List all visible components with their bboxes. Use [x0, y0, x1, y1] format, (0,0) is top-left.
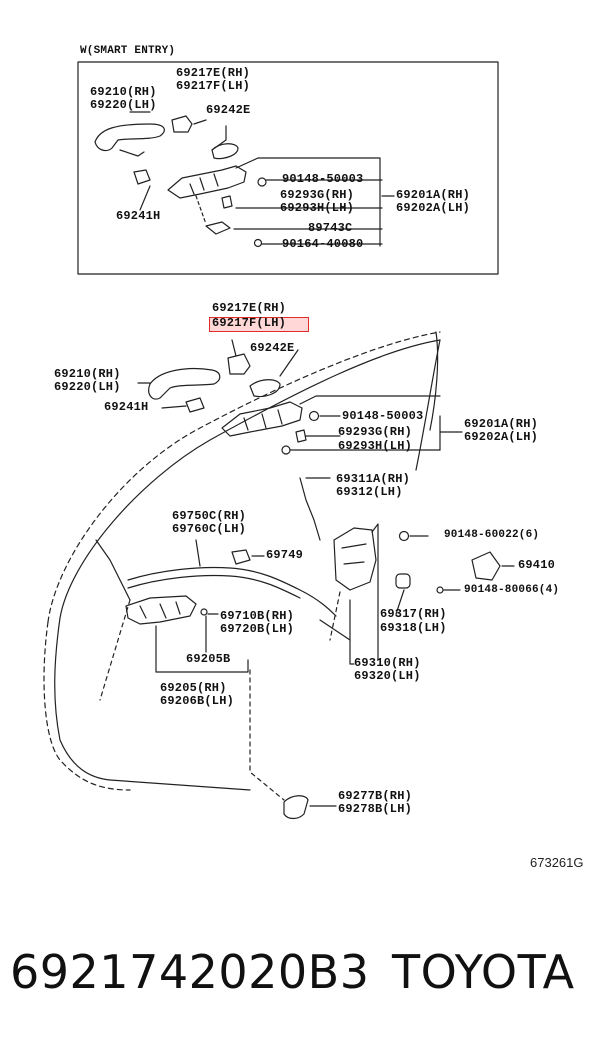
label-69201a[interactable]: 69201A(RH)	[464, 417, 539, 431]
part-69241h	[185, 397, 205, 413]
label-69318[interactable]: 69318(LH)	[380, 621, 447, 635]
label-69210[interactable]: 69210(RH)	[54, 367, 121, 381]
label-69317[interactable]: 69317(RH)	[380, 607, 447, 621]
inside-handle	[125, 595, 197, 625]
inset-handle-frame	[167, 165, 247, 199]
inset-label-69217e[interactable]: 69217E(RH)	[176, 66, 251, 80]
inset-label-69241h[interactable]: 69241H	[116, 209, 161, 223]
label-69410[interactable]: 69410	[518, 558, 556, 572]
inset-69241h-part	[133, 169, 151, 185]
cable-69750c	[127, 566, 337, 617]
inset-handle-cap	[171, 115, 193, 133]
inset-label-69202a[interactable]: 69202A(LH)	[396, 201, 471, 215]
label-69217e[interactable]: 69217E(RH)	[212, 301, 287, 315]
label-69311a[interactable]: 69311A(RH)	[336, 472, 411, 486]
part-number-text: 6921742020B3	[10, 945, 370, 999]
rod-69311a	[299, 477, 321, 541]
label-69202a[interactable]: 69202A(LH)	[464, 430, 539, 444]
inset-label-90164-40080[interactable]: 90164-40080	[282, 237, 364, 251]
label-69220[interactable]: 69220(LH)	[54, 380, 121, 394]
label-69710b[interactable]: 69710B(RH)	[220, 609, 295, 623]
label-69760c[interactable]: 69760C(LH)	[172, 522, 247, 536]
label-69278b[interactable]: 69278B(LH)	[338, 802, 413, 816]
handle-pad	[249, 379, 281, 398]
inset-label-69217f[interactable]: 69217F(LH)	[176, 79, 251, 93]
inset-label-69220[interactable]: 69220(LH)	[90, 98, 157, 112]
door-striker	[471, 551, 501, 581]
inset-label-69293g[interactable]: 69293G(RH)	[280, 188, 355, 202]
label-69310[interactable]: 69310(RH)	[354, 656, 421, 670]
label-69293g[interactable]: 69293G(RH)	[338, 425, 413, 439]
label-69217f[interactable]: 69217F(LH)	[212, 316, 287, 330]
inset-handle-pad	[211, 143, 239, 160]
inset-label-69242e[interactable]: 69242E	[206, 103, 251, 117]
door-lock-assembly	[333, 527, 377, 591]
inset-title: W(SMART ENTRY)	[80, 45, 176, 57]
figure-reference: 673261G	[530, 855, 584, 870]
label-69242e[interactable]: 69242E	[250, 341, 295, 355]
inset-outer-handle	[94, 123, 165, 152]
label-90148-80066[interactable]: 90148-80066(4)	[464, 584, 560, 596]
inset-label-90148-50003[interactable]: 90148-50003	[282, 172, 364, 186]
selected-part-highlight	[209, 317, 309, 332]
label-69206b[interactable]: 69206B(LH)	[160, 694, 235, 708]
label-69749[interactable]: 69749	[266, 548, 304, 562]
inset-label-89743c[interactable]: 89743C	[308, 221, 353, 235]
label-69750c[interactable]: 69750C(RH)	[172, 509, 247, 523]
door-outline	[59, 339, 441, 619]
handle-cap	[227, 353, 251, 375]
escutcheon-69277b	[283, 795, 309, 820]
label-90148-60022[interactable]: 90148-60022(6)	[444, 529, 540, 541]
label-69205b[interactable]: 69205B	[186, 652, 231, 666]
label-69312[interactable]: 69312(LH)	[336, 485, 403, 499]
bushing-69317	[395, 573, 411, 589]
label-69241h[interactable]: 69241H	[104, 400, 149, 414]
inset-frame	[77, 61, 499, 275]
label-90148-50003[interactable]: 90148-50003	[342, 409, 424, 423]
handle-frame	[221, 401, 303, 437]
inset-label-69201a[interactable]: 69201A(RH)	[396, 188, 471, 202]
outer-handle	[148, 367, 221, 400]
inset-label-69293h[interactable]: 69293H(LH)	[280, 201, 355, 215]
label-69320[interactable]: 69320(LH)	[354, 669, 421, 683]
clip-69749	[231, 549, 251, 565]
brand-text: TOYOTA	[392, 945, 575, 999]
label-69293h[interactable]: 69293H(LH)	[338, 439, 413, 453]
inset-label-69210[interactable]: 69210(RH)	[90, 85, 157, 99]
label-69277b[interactable]: 69277B(RH)	[338, 789, 413, 803]
label-69720b[interactable]: 69720B(LH)	[220, 622, 295, 636]
label-69205[interactable]: 69205(RH)	[160, 681, 227, 695]
